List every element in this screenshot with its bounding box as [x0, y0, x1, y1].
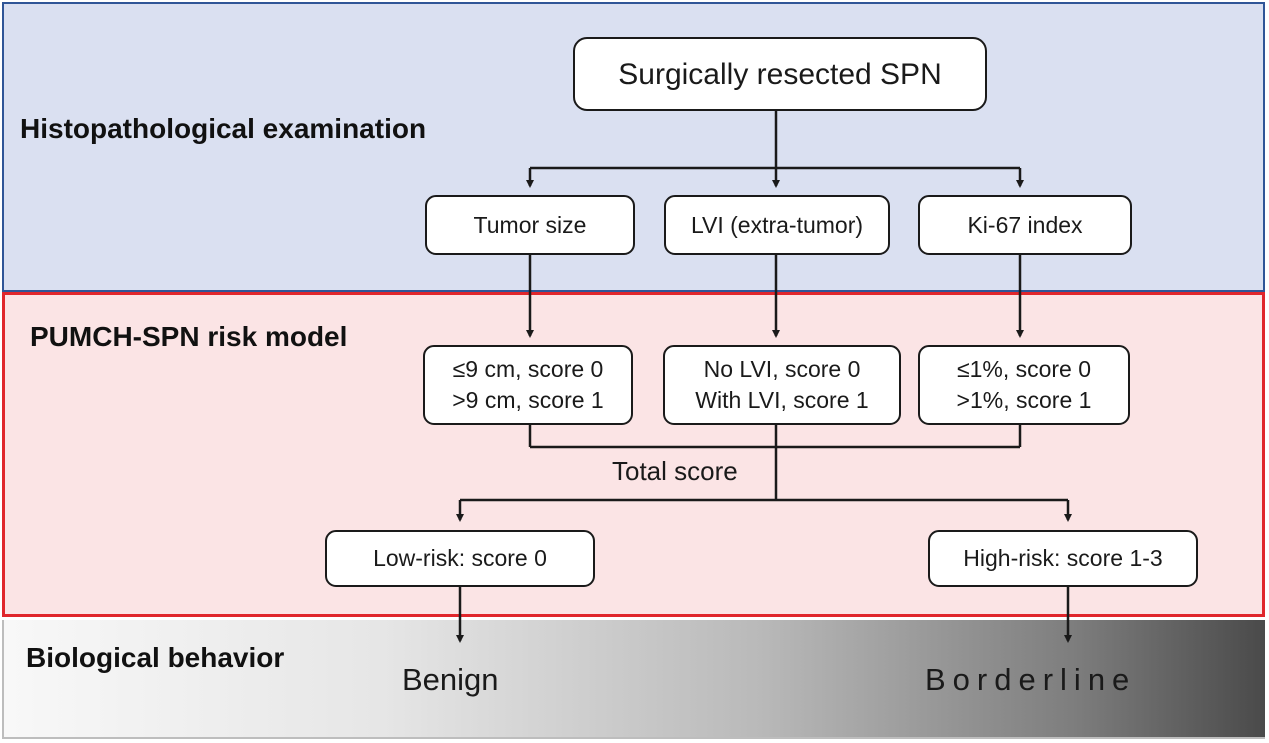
benign-outcome: Benign — [402, 662, 499, 697]
tumor-size-label: Tumor size — [473, 211, 587, 238]
ki67-label: Ki-67 index — [967, 211, 1083, 238]
low-risk-label: Low-risk: score 0 — [373, 545, 547, 571]
ki67-score-node: ≤1%, score 0 >1%, score 1 — [918, 345, 1130, 425]
surgically-resected-spn-node: Surgically resected SPN — [573, 37, 987, 111]
ki67-score-line-1: ≤1%, score 0 — [956, 356, 1092, 382]
tumor-size-score-line-1: ≤9 cm, score 0 — [452, 356, 604, 382]
biological-behavior-band — [2, 620, 1265, 739]
borderline-outcome: Borderline — [925, 662, 1137, 697]
total-score-label: Total score — [612, 456, 738, 486]
ki67-score-line-2: >1%, score 1 — [956, 387, 1092, 413]
high-risk-label: High-risk: score 1-3 — [963, 545, 1163, 571]
surgically-resected-spn-label: Surgically resected SPN — [618, 57, 942, 91]
ki67-node: Ki-67 index — [918, 195, 1132, 255]
high-risk-node: High-risk: score 1-3 — [928, 530, 1198, 587]
biological-behavior-title: Biological behavior — [26, 642, 285, 673]
lvi-score-line-1: No LVI, score 0 — [703, 356, 861, 382]
lvi-label: LVI (extra-tumor) — [690, 211, 864, 238]
low-risk-node: Low-risk: score 0 — [325, 530, 595, 587]
tumor-size-score-node: ≤9 cm, score 0 >9 cm, score 1 — [423, 345, 633, 425]
lvi-score-node: No LVI, score 0 With LVI, score 1 — [663, 345, 901, 425]
tumor-size-node: Tumor size — [425, 195, 635, 255]
risk-model-title: PUMCH-SPN risk model — [30, 321, 348, 352]
lvi-score-line-2: With LVI, score 1 — [695, 387, 869, 413]
lvi-node: LVI (extra-tumor) — [664, 195, 890, 255]
tumor-size-score-line-2: >9 cm, score 1 — [452, 387, 604, 413]
histopathology-title: Histopathological examination — [20, 113, 427, 144]
